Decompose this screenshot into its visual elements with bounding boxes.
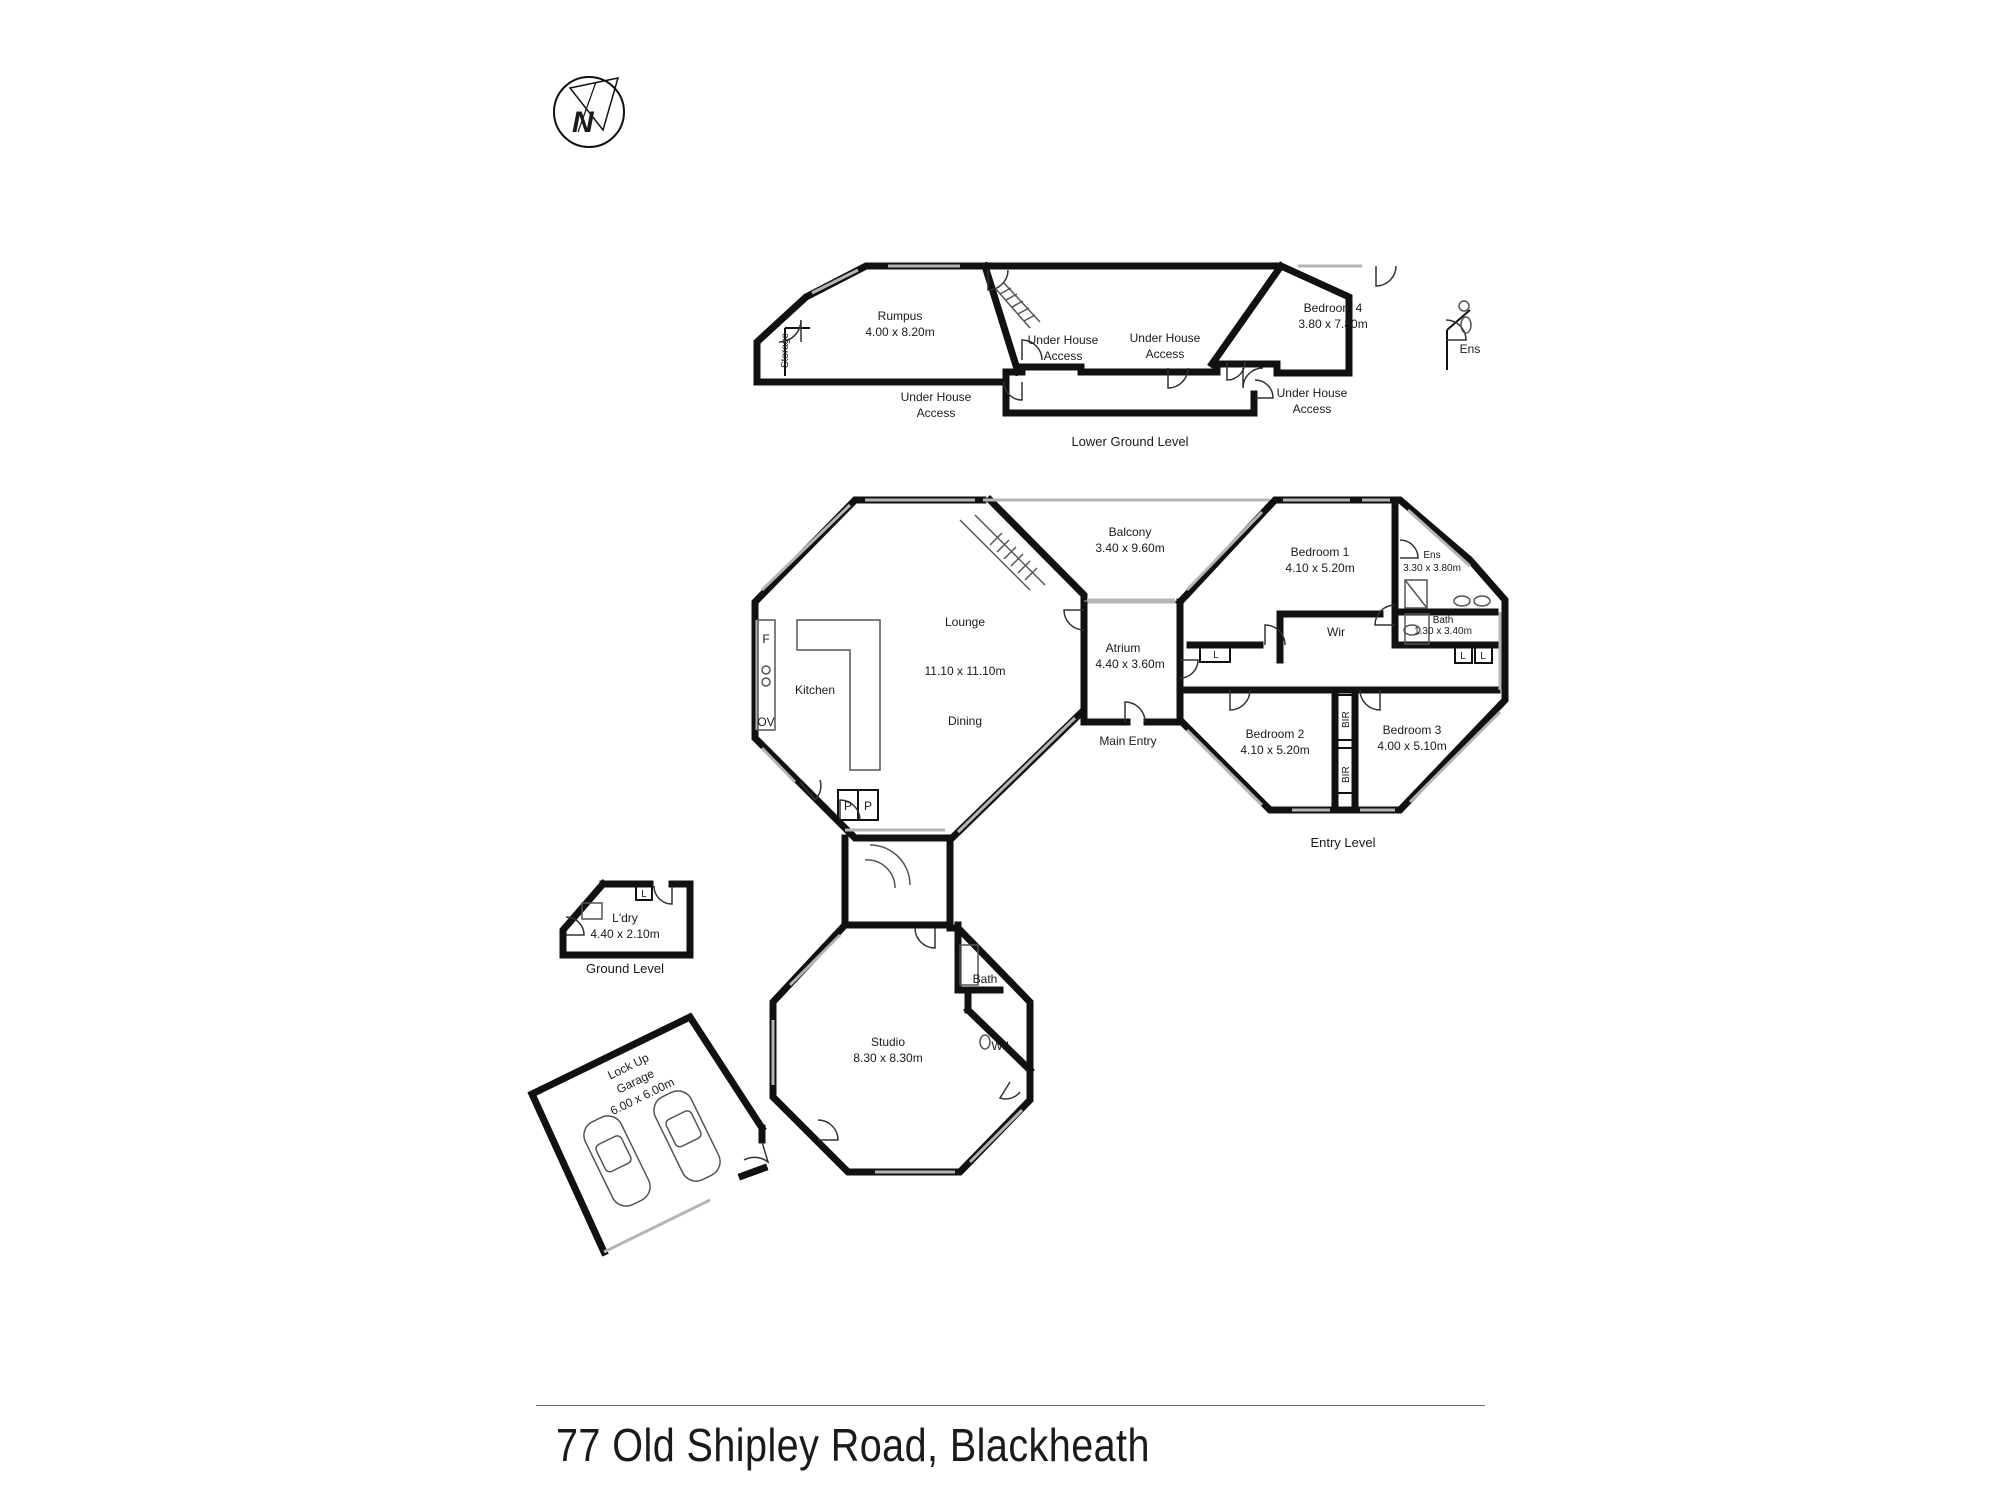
under-house-4-name2: Access (1293, 402, 1332, 416)
balcony-name: Balcony (1109, 525, 1152, 539)
fridge-label: F (762, 632, 769, 646)
bath-studio-name: Bath (973, 972, 998, 986)
main-entry-label: Main Entry (1099, 734, 1156, 748)
compass-label: N (572, 106, 595, 139)
rumpus-name: Rumpus (878, 309, 923, 323)
laundry-name: L'dry (612, 911, 638, 925)
garage-plan: Lock Up Garage 6.00 x 6.00m (527, 1012, 770, 1257)
under-house-1-name: Under House (1028, 333, 1099, 347)
ground-level-label: Ground Level (586, 961, 664, 976)
bedroom3-name: Bedroom 3 (1383, 723, 1442, 737)
under-house-2-name: Under House (1130, 331, 1201, 345)
lounge-name: Lounge (945, 615, 985, 629)
atrium-size: 4.40 x 3.60m (1095, 657, 1164, 671)
atrium-name: Atrium (1106, 641, 1141, 655)
bedroom3-size: 4.00 x 5.10m (1377, 739, 1446, 753)
lower-ground-level-label: Lower Ground Level (1071, 434, 1188, 449)
under-house-4-name: Under House (1277, 386, 1348, 400)
bedroom2-name: Bedroom 2 (1246, 727, 1305, 741)
ens-entry-name: Ens (1423, 550, 1440, 561)
entry-level-label: Entry Level (1310, 835, 1375, 850)
pantry2-label: P (864, 799, 872, 813)
dining-name: Dining (948, 714, 982, 728)
bath-entry-name: Bath (1433, 615, 1454, 626)
bir1-label: BIR (1341, 711, 1352, 728)
kitchen-name: Kitchen (795, 683, 835, 697)
studio-plan: Bath WIL Studio 8.30 x 8.30m (769, 920, 1035, 1176)
bedroom4-size: 3.80 x 7.80m (1298, 317, 1367, 331)
linen2-label: L (1460, 651, 1466, 662)
bedroom1-size: 4.10 x 5.20m (1285, 561, 1354, 575)
under-house-3-name: Under House (901, 390, 972, 404)
under-house-3-name2: Access (917, 406, 956, 420)
car-icon (653, 1090, 721, 1182)
north-compass-icon: N (553, 76, 625, 148)
wir-label: Wir (1327, 625, 1345, 639)
balcony-size: 3.40 x 9.60m (1095, 541, 1164, 555)
studio-size: 8.30 x 8.30m (853, 1051, 922, 1065)
lounge-size: 11.10 x 11.10m (925, 664, 1006, 678)
property-address: 77 Old Shipley Road, Blackheath (556, 1419, 1150, 1471)
bedroom1-name: Bedroom 1 (1291, 545, 1350, 559)
linen3-label: L (1480, 651, 1486, 662)
wil-label: WIL (991, 1039, 1013, 1053)
entry-level-plan: Balcony 3.40 x 9.60m Lounge 11.10 x 11.1… (751, 495, 1509, 929)
under-house-2-name2: Access (1146, 347, 1185, 361)
ens-lower-name: Ens (1460, 342, 1481, 356)
studio-name: Studio (871, 1035, 905, 1049)
linen-laundry-label: L (641, 889, 647, 900)
linen1-label: L (1213, 650, 1219, 661)
bedroom2-size: 4.10 x 5.20m (1240, 743, 1309, 757)
ground-level-plan: L L'dry 4.40 x 2.10m Ground Level (559, 879, 694, 976)
laundry-size: 4.40 x 2.10m (590, 927, 659, 941)
bedroom4-name: Bedroom 4 (1304, 301, 1363, 315)
rumpus-size: 4.00 x 8.20m (865, 325, 934, 339)
storage-name: Storage (780, 333, 791, 368)
pantry1-label: P (844, 799, 852, 813)
oven-label: OV (757, 715, 774, 729)
car-icon (583, 1115, 651, 1207)
bath-entry-size: 1.30 x 3.40m (1414, 626, 1472, 637)
ens-entry-size: 3.30 x 3.80m (1403, 563, 1461, 574)
lower-ground-level-plan: Rumpus 4.00 x 8.20m Storage Under House … (753, 261, 1481, 449)
bir2-label: BIR (1341, 766, 1352, 783)
under-house-1-name2: Access (1044, 349, 1083, 363)
address-divider (536, 1405, 1485, 1406)
